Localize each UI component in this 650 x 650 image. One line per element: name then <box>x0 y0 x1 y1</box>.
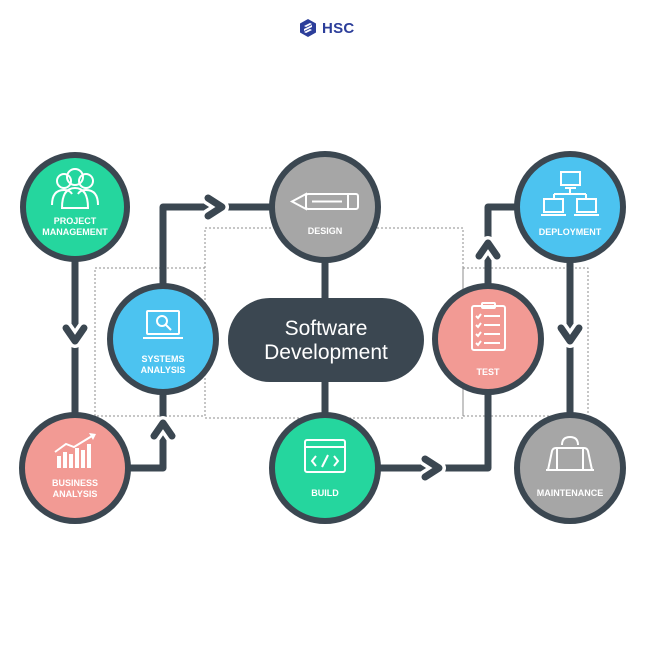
center-node: Software Development <box>228 298 424 382</box>
node-label-line2: MANAGEMENT <box>42 227 108 237</box>
center-title-line2: Development <box>264 341 388 364</box>
team-icon <box>51 168 99 209</box>
monitor-search-icon <box>143 310 183 339</box>
chevron-right-icon <box>418 452 446 484</box>
brand-name: HSC <box>322 19 355 37</box>
node-build: BUILD <box>269 412 381 524</box>
node-label-line2: ANALYSIS <box>141 365 186 375</box>
hsc-logo-icon <box>300 19 316 37</box>
node-label-line1: DESIGN <box>308 226 343 236</box>
checklist-icon <box>471 302 506 351</box>
node-label-line1: PROJECT <box>54 216 97 226</box>
node-label-line2: ANALYSIS <box>53 489 98 499</box>
node-label-line1: SYSTEMS <box>141 354 184 364</box>
node-systems-analysis: SYSTEMS ANALYSIS <box>107 283 219 395</box>
node-design: DESIGN <box>269 151 381 263</box>
node-maintenance: MAINTENANCE <box>514 412 626 524</box>
chevron-down-icon <box>59 321 91 348</box>
node-test: TEST <box>432 283 544 395</box>
node-label-line1: BUILD <box>311 488 339 498</box>
chevron-down-icon <box>554 321 586 348</box>
node-label-line1: BUSINESS <box>52 478 98 488</box>
pencil-icon <box>289 192 359 211</box>
bar-chart-growth-icon <box>54 433 96 468</box>
center-title-line1: Software <box>285 317 368 340</box>
chevron-up-icon <box>147 416 179 443</box>
node-label-line1: MAINTENANCE <box>537 488 604 498</box>
node-label-line1: DEPLOYMENT <box>539 227 602 237</box>
arrow-chevrons <box>59 191 586 484</box>
node-deployment: DEPLOYMENT <box>514 151 626 263</box>
chevron-up-icon <box>472 236 504 263</box>
chevron-right-icon <box>201 191 229 223</box>
node-project-management: PROJECT MANAGEMENT <box>20 152 130 262</box>
code-window-icon <box>304 439 346 473</box>
network-icon <box>541 171 599 216</box>
connectors <box>71 203 574 472</box>
toolbox-icon <box>546 435 594 471</box>
node-label-line1: TEST <box>476 367 500 377</box>
node-business-analysis: BUSINESS ANALYSIS <box>19 412 131 524</box>
brand-logo: HSC <box>298 17 355 39</box>
